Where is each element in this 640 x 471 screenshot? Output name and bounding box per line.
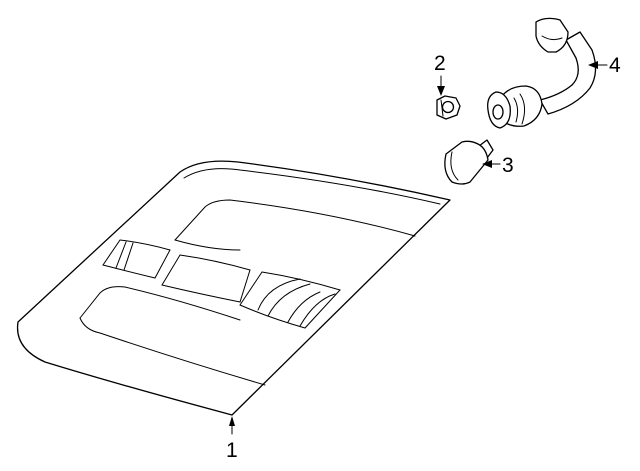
- socket-harness: [487, 17, 597, 129]
- nut: [436, 95, 461, 120]
- bulb: [444, 139, 494, 185]
- callout-3-label: 3: [502, 154, 514, 177]
- callout-1: 1: [226, 416, 238, 462]
- callout-1-label: 1: [226, 439, 238, 462]
- callout-2-label: 2: [434, 52, 446, 75]
- callout-4: 4: [588, 54, 621, 77]
- callout-2: 2: [434, 52, 446, 96]
- callout-3: 3: [482, 154, 514, 177]
- lamp-housing: [16, 160, 451, 416]
- callout-4-label: 4: [609, 54, 621, 77]
